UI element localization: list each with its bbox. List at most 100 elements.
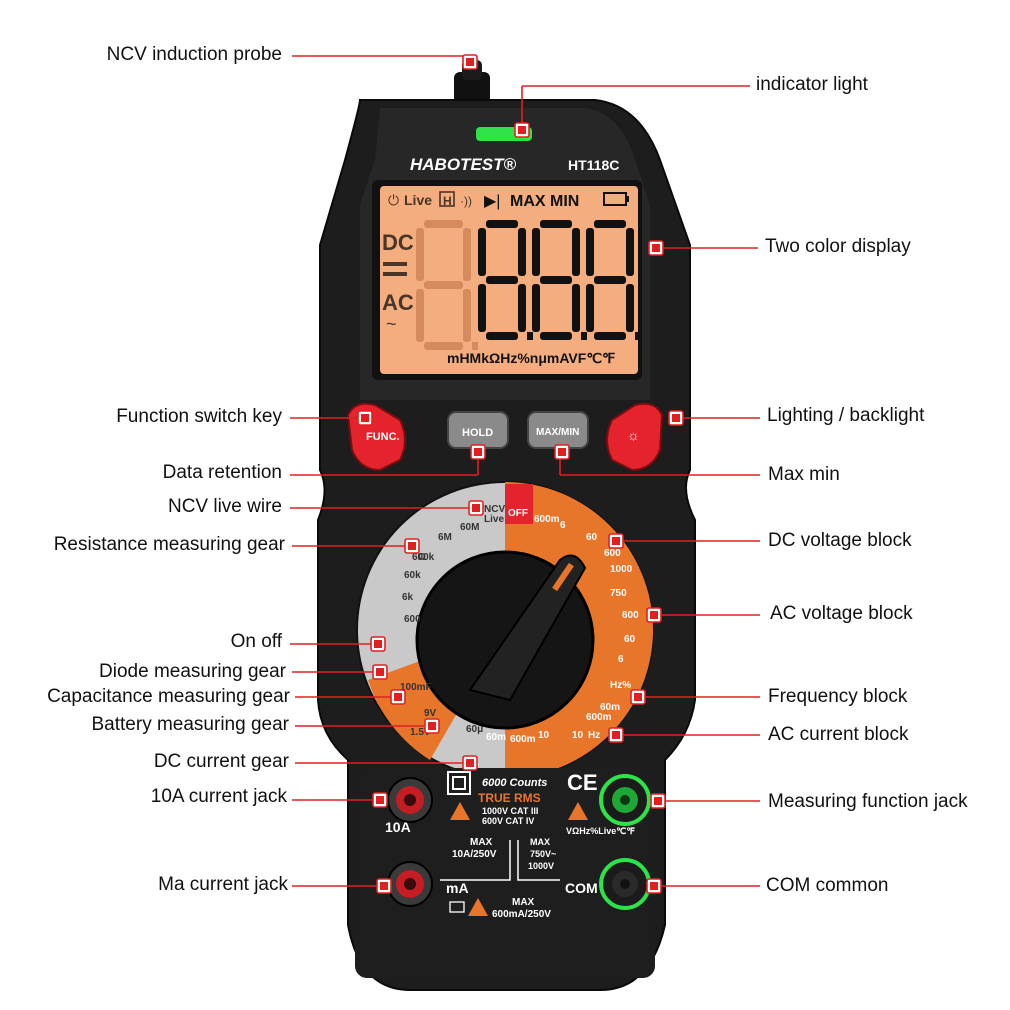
dial-label-left: 9V bbox=[424, 708, 437, 719]
max-10a-1: MAX bbox=[470, 837, 493, 848]
dial-label-right: 750 bbox=[610, 588, 627, 599]
callout-ncv-probe: NCV induction probe bbox=[106, 44, 282, 65]
label-ma: mA bbox=[446, 880, 469, 896]
double-insulation-icon bbox=[447, 771, 471, 795]
dial-label-bottom: 10 bbox=[538, 730, 550, 741]
callout-dc-voltage-block: DC voltage block bbox=[768, 530, 912, 551]
callout-data-retention: Data retention bbox=[162, 462, 282, 483]
lcd-digit bbox=[586, 220, 641, 340]
callout-com-common: COM common bbox=[766, 875, 889, 896]
dial-label-left: 100mF bbox=[400, 682, 432, 693]
dial-label-right: 600m bbox=[586, 712, 612, 723]
fuse-icon bbox=[449, 901, 465, 913]
callout-frequency-block: Frequency block bbox=[768, 686, 908, 707]
callout-10a-jack: 10A current jack bbox=[150, 786, 287, 807]
jack-ma bbox=[387, 861, 433, 907]
off-segment bbox=[505, 484, 533, 524]
dial-label-left: Live bbox=[484, 514, 504, 525]
callout-resistance-gear: Resistance measuring gear bbox=[53, 534, 285, 555]
dial-label-right: Hz bbox=[588, 730, 600, 741]
max-10a-2: 10A/250V bbox=[452, 849, 497, 860]
max-ma-1: MAX bbox=[512, 897, 535, 908]
max-v-3: 1000V bbox=[528, 861, 554, 871]
dial-label-left: 1.5V bbox=[410, 727, 431, 738]
model-label: HT118C bbox=[568, 157, 619, 173]
buzzer-icon: ·)) bbox=[460, 194, 472, 208]
jack-com bbox=[599, 858, 651, 910]
lower-panel bbox=[355, 768, 655, 978]
callout-dc-current-gear: DC current gear bbox=[153, 751, 289, 772]
warning-icon-left bbox=[450, 802, 470, 820]
callout-ma-jack: Ma current jack bbox=[158, 874, 288, 895]
dial-label-right: 1000 bbox=[610, 564, 633, 575]
dial-label-right: 60 bbox=[586, 532, 598, 543]
max-v-2: 750V~ bbox=[530, 849, 556, 859]
dial-label-right: 600 bbox=[622, 610, 639, 621]
callout-lighting-backlight: Lighting / backlight bbox=[767, 405, 925, 426]
dial-label-left: 6k bbox=[402, 592, 414, 603]
callout-lines bbox=[290, 54, 760, 894]
callout-function-switch-key: Function switch key bbox=[116, 406, 282, 427]
callout-two-color-display: Two color display bbox=[765, 236, 911, 257]
dial-pointer bbox=[468, 554, 587, 702]
lcd-digits bbox=[416, 220, 641, 350]
label-10a: 10A bbox=[385, 819, 411, 835]
lcd-units: mHMkΩHz%nμmAVF℃℉ bbox=[447, 350, 615, 366]
power-icon: ⏻ bbox=[388, 192, 399, 208]
dial-label-left: 600 bbox=[404, 614, 421, 625]
maxmin-button-label: MAX/MIN bbox=[536, 427, 579, 438]
ac-wave-icon: ~ bbox=[386, 314, 397, 334]
lcd-dc: DC bbox=[382, 230, 414, 255]
dial-label-right: OFF bbox=[508, 508, 528, 519]
callout-indicator-light: indicator light bbox=[756, 74, 868, 95]
vohz-label: VΩHz%Live℃℉ bbox=[566, 826, 635, 836]
dial-label-left: 60k bbox=[404, 570, 421, 581]
callout-ac-current-block: AC current block bbox=[768, 724, 909, 745]
lcd-maxmin: MAX MIN bbox=[510, 193, 579, 210]
lcd-digit bbox=[532, 220, 587, 340]
cat-rating-1: 1000V CAT III bbox=[482, 806, 538, 816]
hold-button-label: HOLD bbox=[462, 427, 493, 439]
dial-label-left: NCV bbox=[484, 504, 505, 515]
dial-label-bottom: 600m bbox=[510, 734, 536, 745]
lcd-ac: AC bbox=[382, 290, 414, 315]
backlight-icon: ☼ bbox=[627, 427, 640, 443]
dial-label-left: 60μ bbox=[466, 724, 483, 735]
callout-measuring-jack: Measuring function jack bbox=[768, 791, 968, 812]
callout-ncv-live-wire: NCV live wire bbox=[167, 496, 282, 517]
cat-rating-2: 600V CAT IV bbox=[482, 816, 534, 826]
dial-label-right: 600 bbox=[604, 548, 621, 559]
backlight-button[interactable] bbox=[606, 402, 664, 472]
ce-mark: CE bbox=[567, 770, 598, 795]
jack-10a bbox=[387, 777, 433, 823]
lcd-digit bbox=[416, 220, 478, 350]
lcd-live: Live bbox=[404, 192, 432, 208]
dial-label-left: 600k bbox=[412, 552, 435, 563]
dial-label-bottom: 60m bbox=[486, 732, 506, 743]
diode-icon: ▶| bbox=[484, 193, 500, 210]
callout-capacitance-gear: Capacitance measuring gear bbox=[47, 686, 290, 707]
callout-diode-gear: Diode measuring gear bbox=[99, 661, 286, 682]
dial-label-right: 60 bbox=[624, 634, 636, 645]
dial-label-right: 6 bbox=[560, 520, 566, 531]
dial-label-right: Hz% bbox=[610, 680, 631, 691]
callout-max-min: Max min bbox=[768, 464, 840, 485]
callout-battery-gear: Battery measuring gear bbox=[91, 714, 290, 735]
dial-label-right: 60m bbox=[600, 702, 620, 713]
warning-icon-bottom bbox=[468, 898, 488, 916]
lcd-hold-h: H bbox=[443, 194, 452, 208]
dial-label-left: 60M bbox=[460, 522, 479, 533]
label-com: COM bbox=[565, 880, 598, 896]
brand-logo: HABOTEST® bbox=[410, 155, 517, 174]
counts-label: 6000 Counts bbox=[482, 777, 547, 789]
callout-on-off: On off bbox=[230, 631, 282, 652]
true-rms-label: TRUE RMS bbox=[478, 791, 541, 805]
warning-icon-right bbox=[568, 802, 588, 820]
dial-label-left: 6M bbox=[438, 532, 452, 543]
dial-label-right: 600m bbox=[534, 514, 560, 525]
jack-measuring bbox=[599, 774, 651, 826]
dial-label-left: Ω bbox=[418, 552, 426, 563]
